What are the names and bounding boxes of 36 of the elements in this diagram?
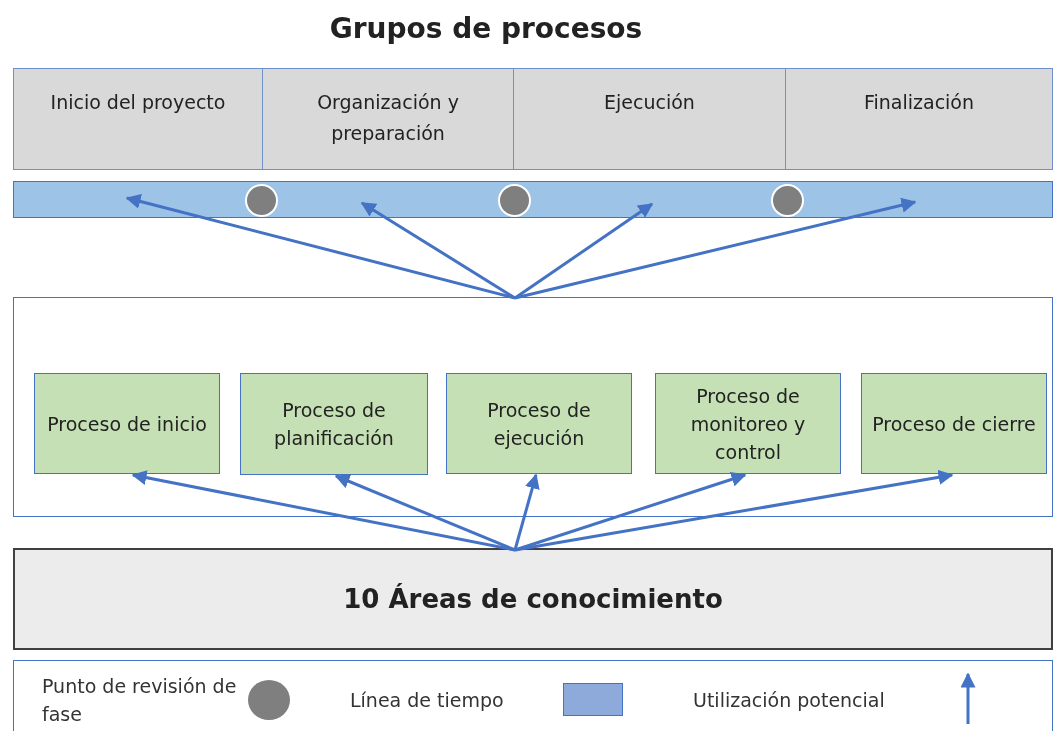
phase-box (13, 68, 263, 170)
process-label: Proceso de ejecución (486, 397, 592, 451)
phase-label: Ejecución (603, 90, 696, 115)
arrow (514, 202, 654, 300)
legend-label: Punto de revisión de fase (42, 674, 238, 727)
phase-review-point (498, 184, 531, 217)
arrow (513, 473, 540, 551)
process-box (34, 373, 220, 474)
process-label: Proceso de inicio (47, 411, 207, 437)
phase-box (785, 68, 1053, 170)
arrow (125, 194, 516, 300)
arrow (334, 474, 516, 552)
knowledge-area-box (13, 548, 1053, 650)
arrow (514, 197, 917, 300)
process-box (861, 373, 1047, 474)
arrow (360, 201, 516, 300)
process-box (655, 373, 841, 474)
phase-box (513, 68, 786, 170)
arrow (514, 469, 954, 552)
phase-review-point (245, 184, 278, 217)
process-box (240, 373, 428, 475)
phase-box (262, 68, 514, 170)
legend-label: Utilización potencial (693, 688, 886, 713)
area-label: 10 Áreas de conocimiento (343, 585, 723, 613)
timeline-bar (13, 181, 1053, 218)
process-box (446, 373, 632, 474)
legend-label: Línea de tiempo (350, 688, 505, 713)
phase-label: Finalización (862, 90, 976, 115)
process-label: Proceso de monitoreo y control (689, 383, 807, 465)
process-label: Proceso de planificación (273, 398, 395, 451)
phase-review-point (771, 184, 804, 217)
process-group-panel (13, 297, 1053, 517)
diagram-title: Grupos de procesos (328, 12, 644, 45)
phase-label: Inicio del proyecto (49, 90, 227, 115)
phase-label: Organización y preparación (316, 90, 460, 146)
process-label: Proceso de cierre (872, 411, 1036, 437)
